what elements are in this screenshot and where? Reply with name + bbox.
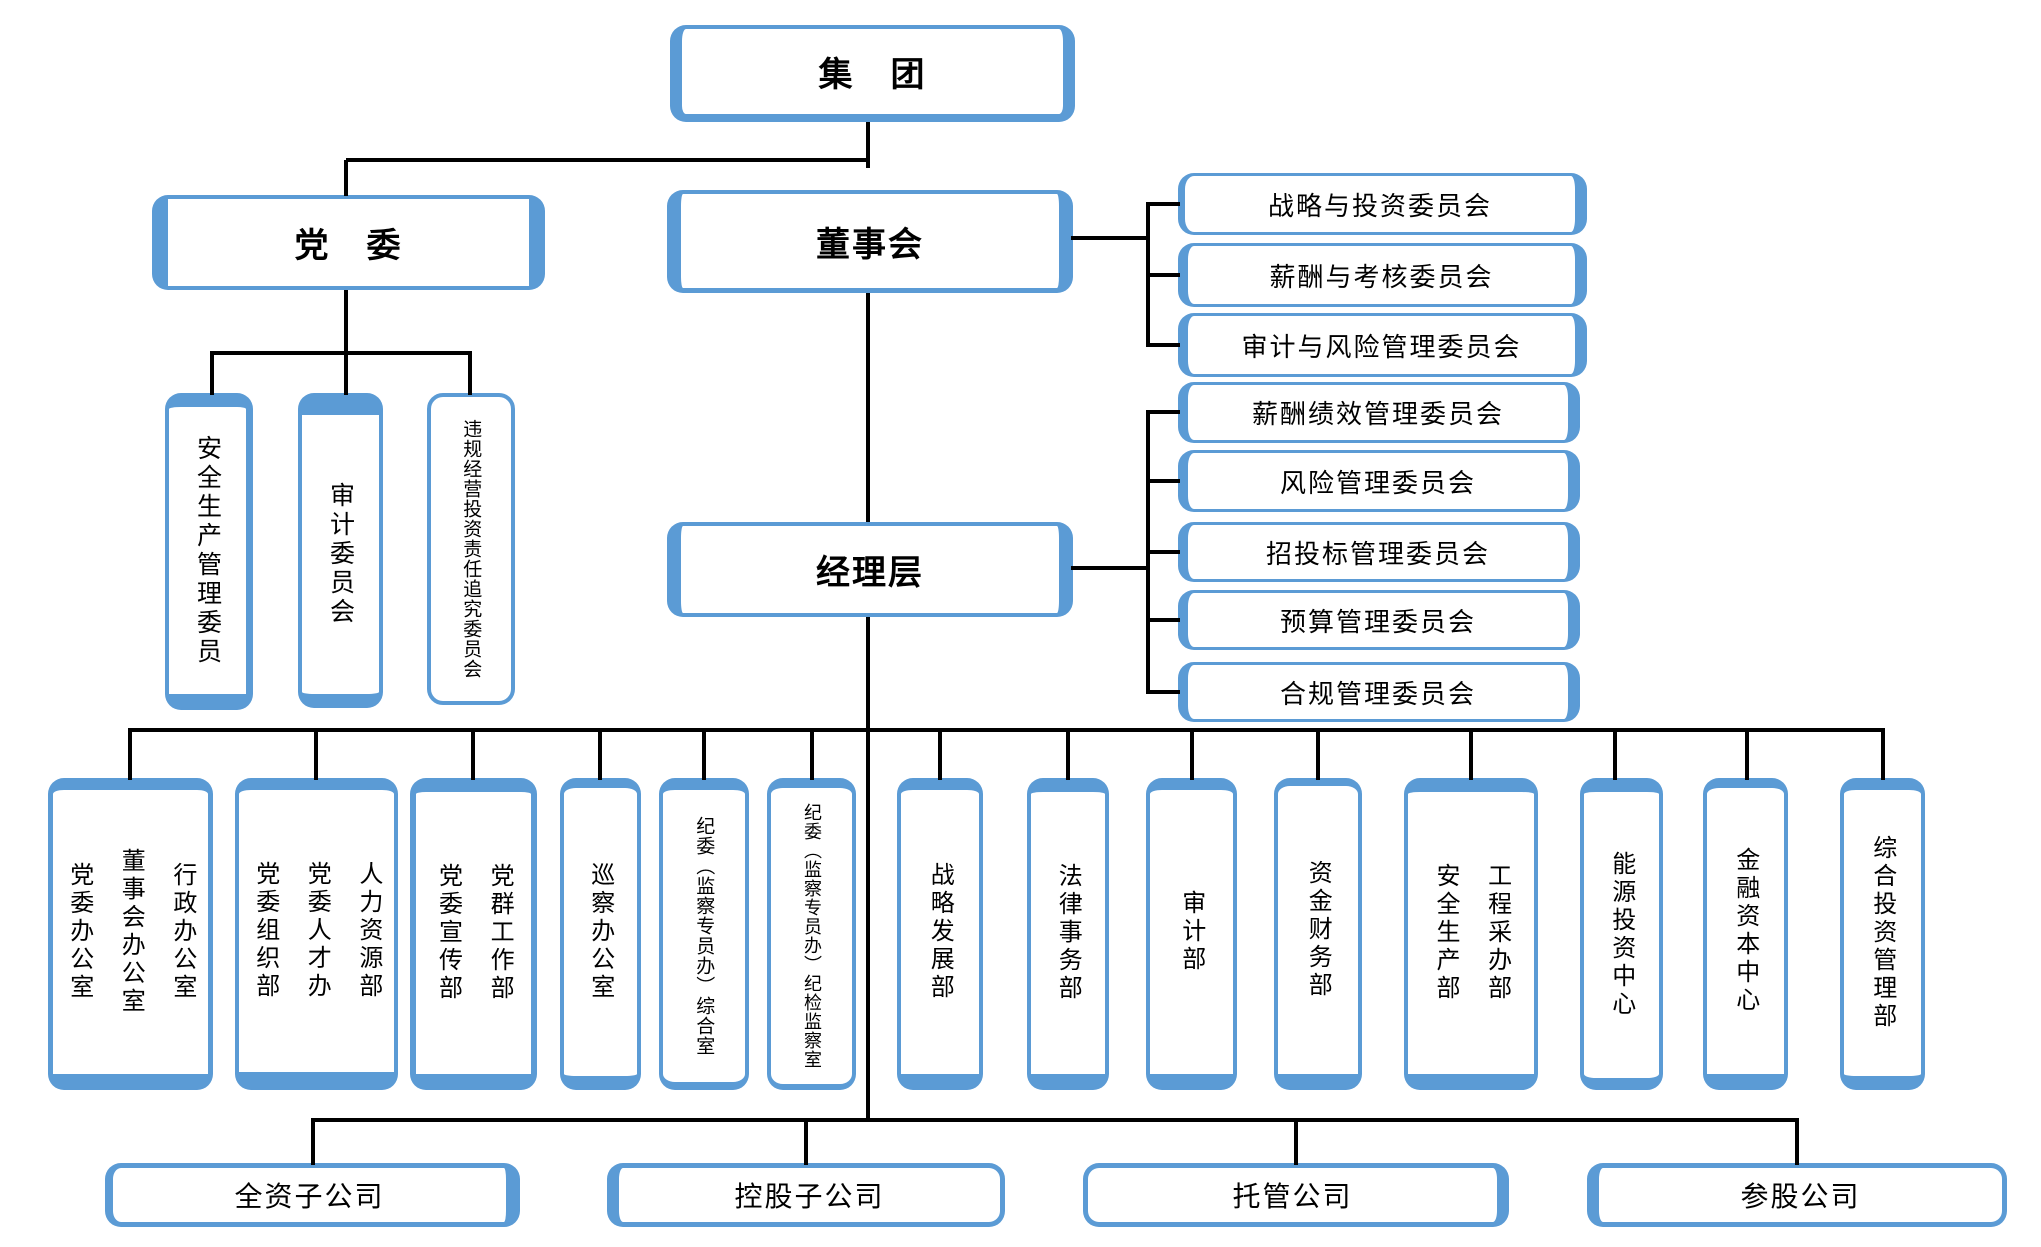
connector-line bbox=[311, 1118, 1799, 1122]
connector-line bbox=[344, 353, 348, 395]
department-audit: 审计部 bbox=[1146, 778, 1237, 1090]
node-group: 集 团 bbox=[670, 25, 1075, 122]
department-energy-investment-center: 能源投资中心 bbox=[1580, 778, 1663, 1090]
department-discipline-comprehensive-office: 纪委（监察专员办）综合室 bbox=[659, 778, 749, 1090]
connector-line bbox=[1071, 566, 1150, 570]
connector-line bbox=[1071, 236, 1150, 240]
connector-line bbox=[210, 353, 214, 395]
company-equity-participation: 参股公司 bbox=[1587, 1163, 2007, 1227]
connector-line bbox=[810, 730, 814, 780]
connector-line bbox=[1148, 550, 1180, 554]
connector-line bbox=[346, 158, 870, 162]
department-comprehensive-investment: 综合投资管理部 bbox=[1840, 778, 1925, 1090]
mgmt-committee-risk: 风险管理委员会 bbox=[1178, 450, 1580, 512]
connector-line bbox=[598, 730, 602, 780]
connector-line bbox=[471, 730, 475, 780]
company-wholly-owned-subsidiary: 全资子公司 bbox=[105, 1163, 520, 1227]
connector-line bbox=[344, 290, 348, 355]
department-offices: 行政办公室 董事会办公室 党委办公室 bbox=[48, 778, 213, 1090]
connector-line bbox=[1294, 1118, 1298, 1165]
connector-line bbox=[468, 353, 472, 395]
party-committee-safety-production: 安全生产管理委员 bbox=[165, 393, 253, 710]
department-financial-capital-center: 金融资本中心 bbox=[1703, 778, 1788, 1090]
connector-line bbox=[314, 730, 318, 780]
mgmt-committee-bidding: 招投标管理委员会 bbox=[1178, 522, 1580, 582]
connector-line bbox=[210, 351, 472, 355]
connector-line bbox=[344, 160, 348, 196]
department-inspection-office: 巡察办公室 bbox=[560, 778, 641, 1090]
node-management-layer: 经理层 bbox=[667, 522, 1073, 617]
connector-line bbox=[1148, 410, 1180, 414]
connector-line bbox=[1148, 273, 1180, 277]
node-board-of-directors: 董事会 bbox=[667, 190, 1073, 293]
department-party-masses-propaganda: 党群工作部 党委宣传部 bbox=[410, 778, 537, 1090]
party-committee-audit: 审计委员会 bbox=[298, 393, 383, 708]
node-party-committee: 党 委 bbox=[152, 195, 545, 290]
connector-line bbox=[1066, 730, 1070, 780]
board-committee-audit-risk: 审计与风险管理委员会 bbox=[1178, 313, 1587, 377]
connector-line bbox=[1148, 618, 1180, 622]
connector-line bbox=[938, 730, 942, 780]
connector-line bbox=[866, 122, 870, 168]
company-holding-subsidiary: 控股子公司 bbox=[607, 1163, 1005, 1227]
connector-line bbox=[1613, 730, 1617, 780]
connector-line bbox=[128, 730, 132, 780]
connector-line bbox=[1881, 730, 1885, 780]
department-finance: 资金财务部 bbox=[1274, 778, 1362, 1090]
board-committee-strategy-investment: 战略与投资委员会 bbox=[1178, 173, 1587, 235]
connector-line bbox=[1148, 690, 1180, 694]
connector-line bbox=[1148, 343, 1180, 347]
mgmt-committee-remuneration-performance: 薪酬绩效管理委员会 bbox=[1178, 382, 1580, 443]
connector-line bbox=[311, 1118, 315, 1165]
mgmt-committee-compliance: 合规管理委员会 bbox=[1178, 662, 1580, 722]
connector-line bbox=[1745, 730, 1749, 780]
board-committee-remuneration-assessment: 薪酬与考核委员会 bbox=[1178, 243, 1587, 307]
department-discipline-supervision-office: 纪委（监察专员办）纪检监察室 bbox=[767, 778, 856, 1090]
connector-line bbox=[804, 1118, 808, 1165]
connector-line bbox=[1190, 730, 1194, 780]
connector-line bbox=[866, 617, 870, 1122]
connector-line bbox=[1469, 730, 1473, 780]
department-strategy-development: 战略发展部 bbox=[897, 778, 983, 1090]
connector-line bbox=[702, 730, 706, 780]
mgmt-committee-budget: 预算管理委员会 bbox=[1178, 590, 1580, 650]
connector-line bbox=[128, 728, 1885, 732]
company-trusteeship: 托管公司 bbox=[1083, 1163, 1509, 1227]
party-committee-violation-accountability: 违规经营投资责任追究委员会 bbox=[427, 393, 515, 705]
department-hr-organization: 人力资源部 党委人才办 党委组织部 bbox=[235, 778, 398, 1090]
department-legal-affairs: 法律事务部 bbox=[1027, 778, 1109, 1090]
connector-line bbox=[1148, 479, 1180, 483]
connector-line bbox=[1316, 730, 1320, 780]
department-engineering-safety: 工程采办部 安全生产部 bbox=[1404, 778, 1538, 1090]
connector-line bbox=[866, 293, 870, 522]
connector-line bbox=[1148, 202, 1180, 206]
connector-line bbox=[1795, 1118, 1799, 1165]
